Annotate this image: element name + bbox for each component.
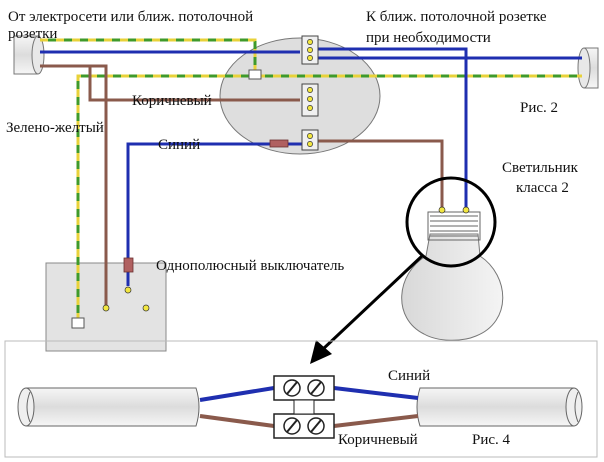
label-to-ceiling-2: при необходимости [366, 30, 491, 46]
switch-terminal-1 [102, 304, 110, 312]
label-green-yellow: Зелено-желтый [6, 120, 104, 136]
terminal-block-top [301, 35, 319, 65]
label-fig4-brown: Коричневый [338, 432, 418, 448]
fig4-right-cable [416, 387, 583, 427]
label-to-ceiling: К ближ. потолочной розетке [366, 9, 547, 25]
earth-terminal-rose [248, 69, 262, 80]
label-switch: Однополюсный выключатель [156, 258, 344, 274]
label-lamp: Светильник [502, 160, 579, 176]
ceiling-rose [219, 37, 381, 155]
label-fig2: Рис. 2 [520, 100, 558, 116]
label-fig4-blue: Синий [388, 368, 430, 384]
fig4-wires [199, 386, 419, 428]
terminal-block-bottom [301, 129, 319, 151]
label-brown: Коричневый [132, 93, 212, 109]
light-bulb [401, 206, 504, 341]
switch-marker [123, 257, 134, 273]
zoom-arrow [310, 254, 424, 364]
earth-wire [40, 38, 582, 322]
label-from-mains-2: розетки [8, 26, 57, 42]
zoom-circle [405, 176, 497, 268]
wire-connector [269, 139, 289, 148]
label-blue: Синий [158, 137, 200, 153]
fig4-frame [4, 340, 598, 458]
label-from-mains: От электросети или ближ. потолочной [8, 9, 253, 25]
label-lamp-class: класса 2 [516, 180, 569, 196]
fig4-left-cable [17, 387, 200, 427]
terminal-block-middle [301, 83, 319, 117]
fig4-connector [273, 375, 335, 439]
switch-terminal-3 [142, 304, 150, 312]
outgoing-cable [577, 47, 599, 89]
brown-wires [40, 64, 444, 306]
label-fig4: Рис. 4 [472, 432, 511, 448]
earth-terminal-switch [71, 317, 85, 329]
switch-terminal-2 [124, 286, 132, 294]
blue-wires [40, 47, 582, 286]
